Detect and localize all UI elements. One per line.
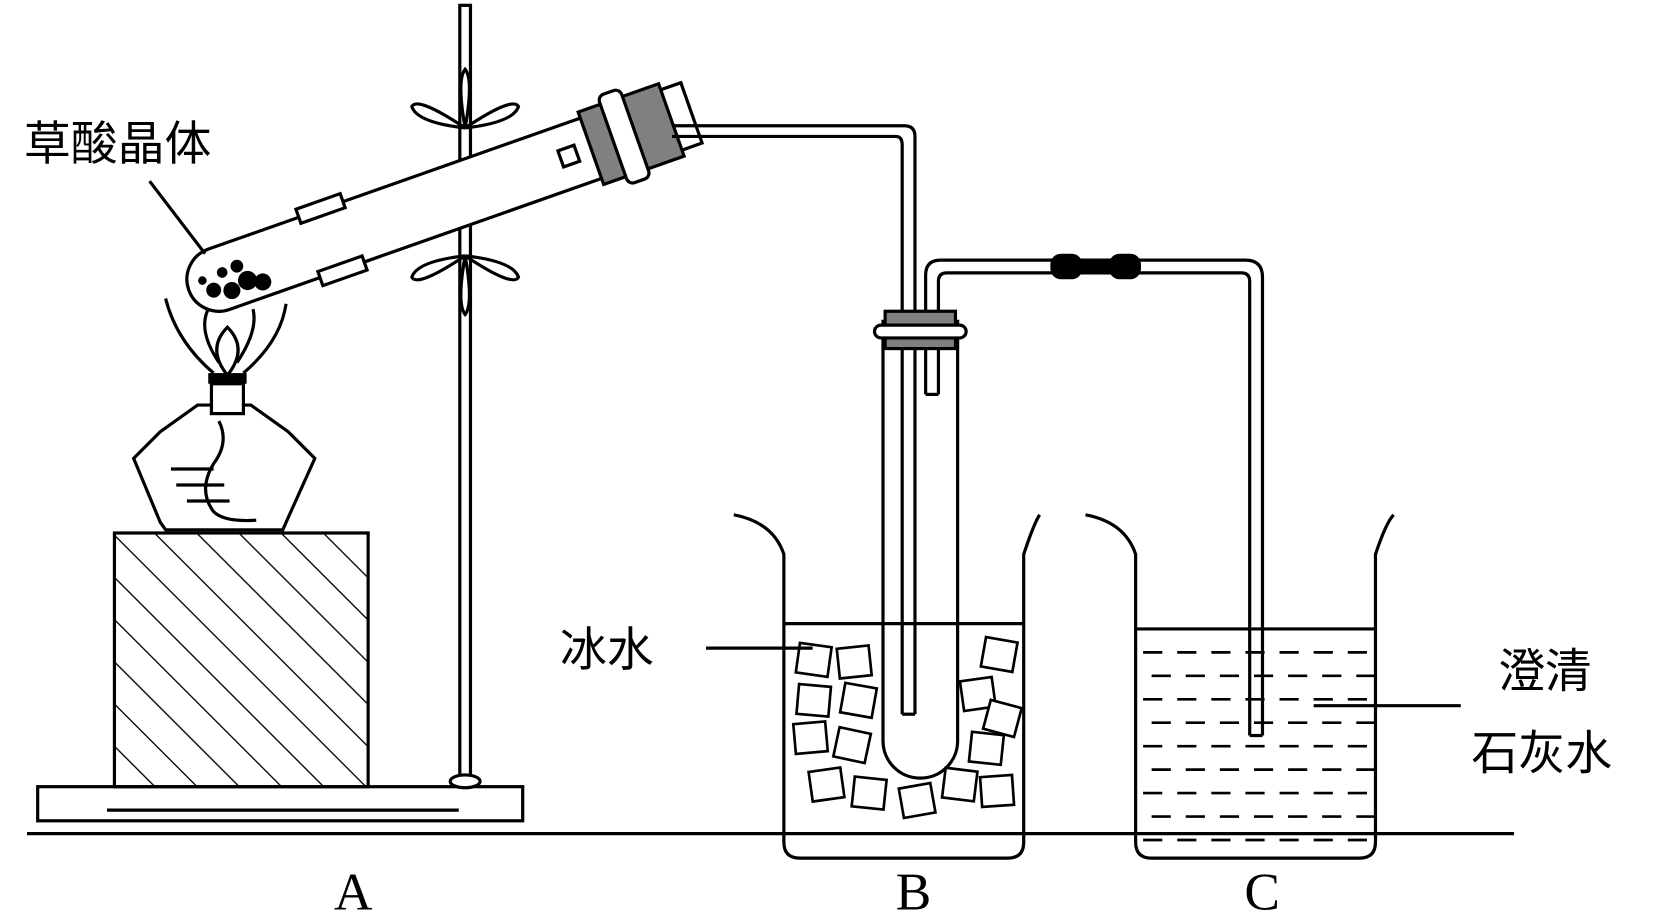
rubber-stopper-a (576, 81, 687, 187)
delivery-tube-1 (671, 124, 917, 716)
crystal-leader-line (148, 180, 207, 255)
beaker-c (1085, 513, 1395, 860)
delivery-tube-2 (924, 253, 1265, 738)
limewater-label-line1: 澄清 (1498, 645, 1592, 700)
label-a: A (334, 862, 373, 921)
label-c: C (1244, 862, 1280, 921)
label-b: B (896, 862, 932, 921)
limewater-label-line2: 石灰水 (1471, 727, 1612, 782)
rubber-stopper-b (872, 309, 968, 351)
rubber-connector (1050, 253, 1141, 280)
crystal-label: 草酸晶体 (24, 117, 212, 172)
ice-cubes (791, 635, 1024, 820)
beaker-b (733, 513, 1042, 860)
ice-water-label: 冰水 (560, 623, 654, 678)
test-tube-b (872, 309, 968, 780)
test-tube-a (185, 80, 705, 313)
iron-stand-rod (448, 3, 482, 790)
limewater-dashes (1143, 651, 1376, 842)
oxalic-acid-crystals (198, 259, 272, 300)
flame-icon (164, 298, 288, 377)
wooden-block (112, 531, 370, 789)
clamp (410, 66, 521, 318)
iron-stand-base (36, 785, 525, 823)
alcohol-lamp (131, 373, 317, 532)
